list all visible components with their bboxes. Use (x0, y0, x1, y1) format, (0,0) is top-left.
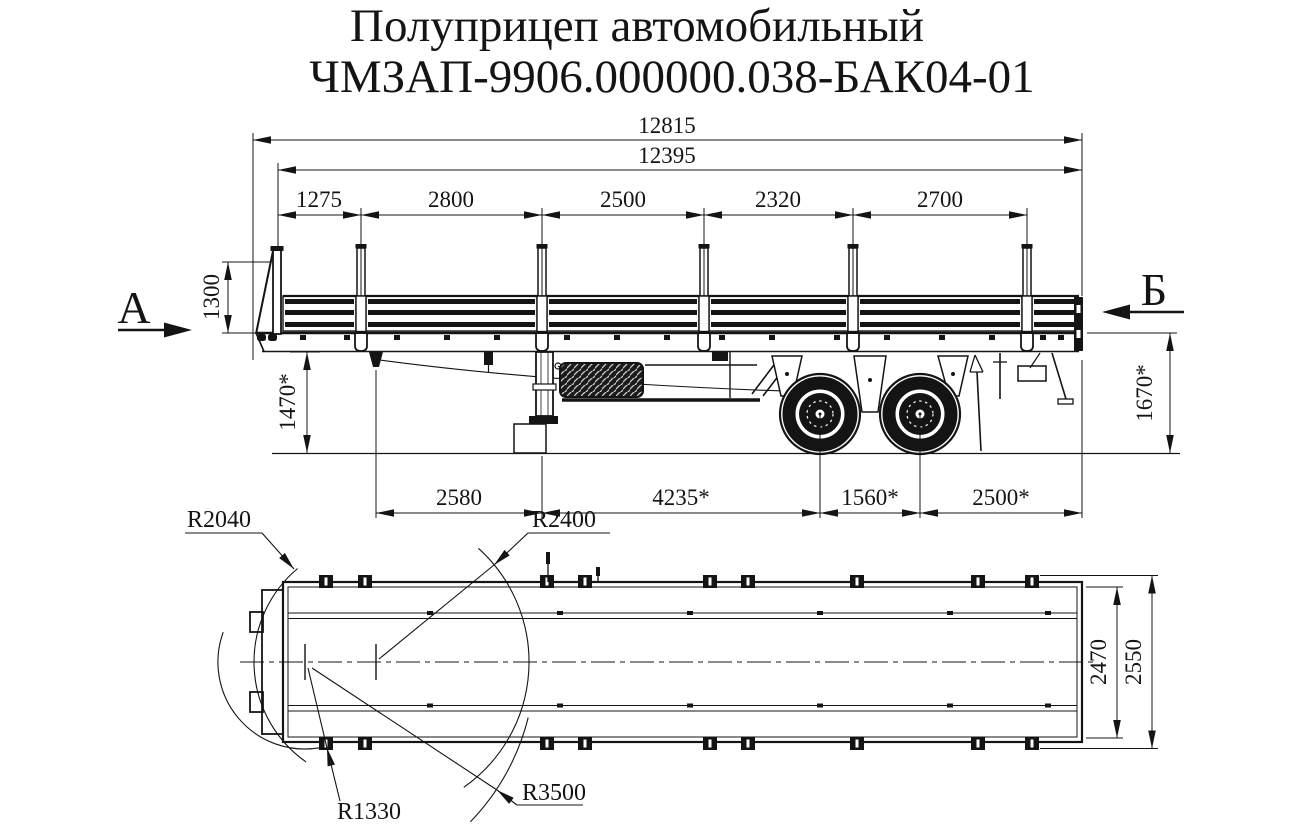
suspension-equalizer (853, 355, 887, 413)
floor-ties (427, 611, 1051, 708)
dim-stake-spacing-4: 2320 (755, 187, 801, 212)
landing-gear (513, 351, 573, 454)
view-direction-arrows: А Б (117, 264, 1184, 338)
dim-axle2-to-rear: 2500* (972, 485, 1030, 510)
dim-stake-spacing-1: 1275 (296, 187, 342, 212)
arc-r2040 (253, 568, 307, 763)
deck-cleats (300, 335, 1064, 340)
dim-front-deck-height: 1470* (275, 373, 300, 431)
view-arrow-a-icon (164, 322, 192, 338)
view-label-b: Б (1141, 264, 1167, 315)
side-view-dimensions: 12815 12395 1275 2800 2500 2320 2700 258… (199, 113, 1177, 518)
rear-mudflap (976, 371, 982, 452)
arc-r3500 (470, 717, 529, 823)
dim-board-height: 1300 (199, 274, 224, 320)
radius-label-r1330: R1330 (337, 799, 401, 825)
arc-r1330 (217, 632, 321, 750)
front-wall (255, 246, 284, 341)
trailer-top-view (240, 552, 1095, 750)
dim-stake-spacing-2: 2800 (428, 187, 474, 212)
dim-axle-spacing: 1560* (841, 485, 899, 510)
dim-overall-length: 12815 (638, 113, 696, 138)
stakes (355, 244, 1033, 333)
radius-label-r3500: R3500 (522, 780, 586, 806)
dim-platform-width: 2470 (1086, 639, 1111, 685)
dim-rear-deck-height: 1670* (1132, 364, 1157, 422)
trailer-side-view (255, 244, 1180, 456)
dim-platform-length: 12395 (638, 143, 696, 168)
drawing-title-line2: ЧМЗАП-9906.000000.038-БАК04-01 (309, 51, 1034, 103)
dim-overall-width: 2550 (1121, 639, 1146, 685)
radius-label-r2400: R2400 (532, 507, 596, 533)
platform-deck (255, 331, 1079, 352)
stake-pockets (354, 334, 1034, 352)
dim-stake-spacing-3: 2500 (600, 187, 646, 212)
rear-underrun (969, 352, 1074, 452)
arc-r2400 (463, 547, 530, 788)
side-boards (282, 294, 1079, 332)
title-block: Полуприцеп автомобильный ЧМЗАП-9906.0000… (309, 0, 1034, 103)
dim-legs-to-axle1: 4235* (652, 485, 710, 510)
kingpin (369, 352, 383, 367)
toolbox (559, 362, 644, 398)
rear-post (1074, 297, 1083, 351)
view-label-a: А (117, 282, 150, 333)
dim-kingpin-to-legs: 2580 (436, 485, 482, 510)
top-view-dimensions: 2470 2550 (1040, 575, 1158, 749)
turning-radii: R2040 R2400 R1330 R3500 (185, 507, 610, 825)
view-arrow-b-icon (1102, 304, 1130, 320)
plan-stake-pockets (319, 575, 1039, 750)
radius-label-r2040: R2040 (187, 507, 251, 533)
top-edge-pins (546, 552, 600, 582)
dim-stake-spacing-5: 2700 (917, 187, 963, 212)
drawing-title-line1: Полуприцеп автомобильный (350, 0, 924, 52)
